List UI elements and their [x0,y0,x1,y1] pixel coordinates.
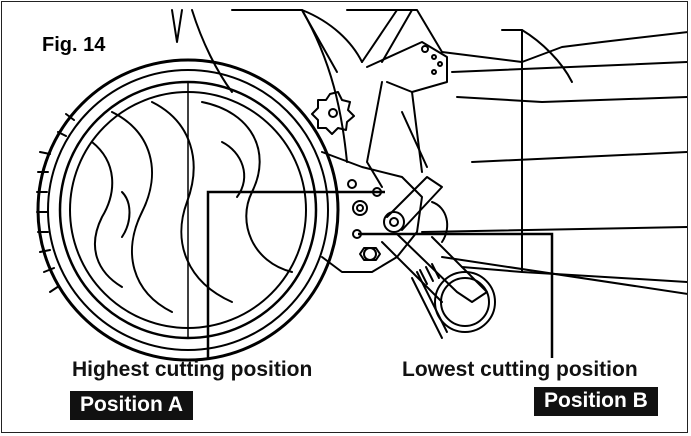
lowest-cutting-position-caption: Lowest cutting position [402,358,638,381]
highest-position-leader-line [206,190,385,358]
position-a-tag: Position A [70,391,194,420]
figure-label: Fig. 14 [38,34,110,57]
lowest-position-leader-line [358,232,554,358]
position-b-tag: Position B [534,387,658,416]
highest-cutting-position-caption: Highest cutting position [72,358,313,381]
